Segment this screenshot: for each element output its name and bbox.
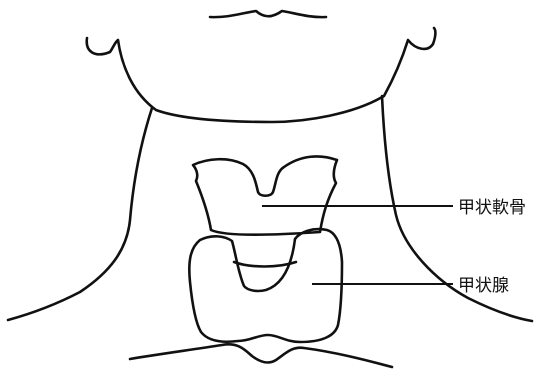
thyroid-isthmus-edge xyxy=(234,262,296,267)
lower-lip xyxy=(210,11,326,17)
thyroid-gland-outline xyxy=(189,229,342,342)
thyroid-cartilage-label: 甲状軟骨 xyxy=(458,198,526,218)
collarbone-line xyxy=(130,344,392,367)
thyroid-gland-label: 甲状腺 xyxy=(458,276,509,296)
thyroid-cartilage-outline xyxy=(193,156,337,234)
neck-left-contour xyxy=(8,108,152,320)
